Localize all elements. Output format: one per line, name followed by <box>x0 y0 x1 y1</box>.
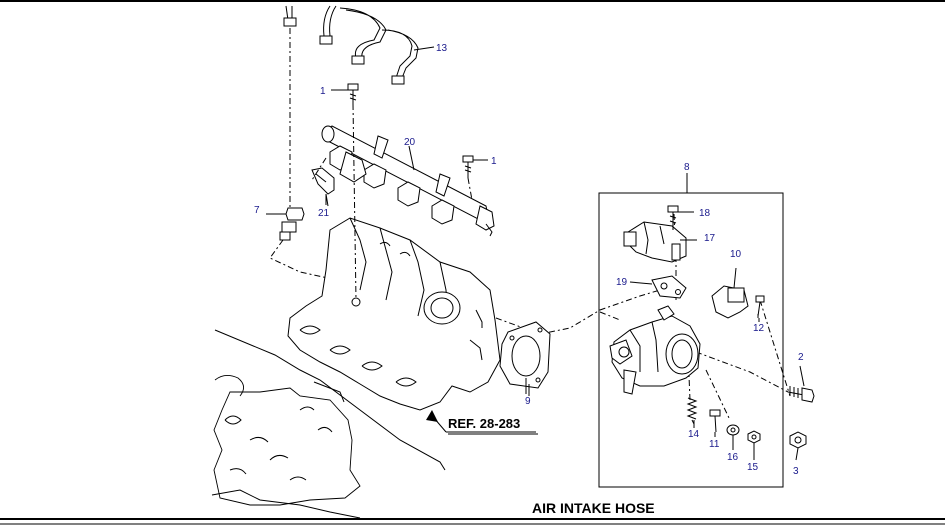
throttle-position-sensor <box>711 267 749 319</box>
throttle-body <box>609 305 701 395</box>
callout-21: 21 <box>318 208 330 219</box>
leader-lines <box>325 145 760 460</box>
callout-19: 19 <box>616 277 628 288</box>
callout-8: 8 <box>684 162 690 173</box>
bolt-18 <box>667 205 694 230</box>
bolt-1a <box>331 83 359 104</box>
injector <box>266 207 305 241</box>
nut-3 <box>789 431 807 461</box>
bolt-2 <box>787 365 815 403</box>
washer-16 <box>726 424 740 448</box>
callout-2: 2 <box>798 352 804 363</box>
callout-18: 18 <box>699 208 711 219</box>
bolt-1b <box>462 155 488 178</box>
callout-1b: 1 <box>491 156 497 167</box>
callout-10: 10 <box>730 249 742 260</box>
callout-1a: 1 <box>320 86 326 97</box>
throttle-body-group-box <box>598 173 784 488</box>
callout-16: 16 <box>727 452 739 463</box>
throttle-gasket <box>499 321 551 394</box>
nut-15 <box>747 430 761 444</box>
intake-manifold <box>287 217 501 411</box>
callout-3: 3 <box>793 466 799 477</box>
screw-11 <box>709 409 721 433</box>
diagram-title: AIR INTAKE HOSE <box>532 500 655 516</box>
callout-15: 15 <box>747 462 759 473</box>
engine-block <box>211 329 446 519</box>
fuel-rail <box>321 125 495 237</box>
idle-control-actuator <box>623 221 697 263</box>
reference-label: REF. 28-283 <box>448 416 520 431</box>
actuator-gasket <box>629 275 687 299</box>
fuel-pipe <box>283 5 435 85</box>
spring-14 <box>686 397 698 425</box>
callout-11: 11 <box>709 439 720 450</box>
screw-12 <box>755 295 765 318</box>
injector-clip <box>311 167 335 207</box>
callout-14: 14 <box>688 429 700 440</box>
callout-7: 7 <box>254 205 260 216</box>
callout-13: 13 <box>436 43 448 54</box>
reference-arrow-icon <box>426 410 538 435</box>
callout-17: 17 <box>704 233 716 244</box>
callout-12: 12 <box>753 323 765 334</box>
callout-9: 9 <box>525 396 531 407</box>
callout-20: 20 <box>404 137 416 148</box>
